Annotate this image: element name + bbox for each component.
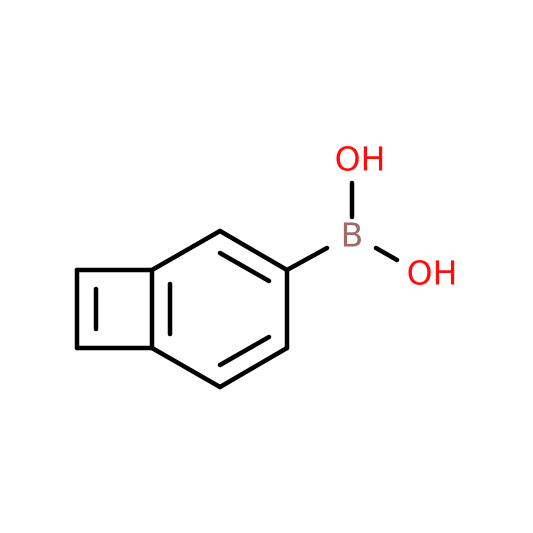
boron-atom-label: B <box>341 216 364 255</box>
bond-c7-c8-double-inner <box>217 334 272 368</box>
bond-c8-c3 <box>149 345 223 390</box>
bond-c2-c5 <box>149 228 223 273</box>
bond-c5-c6 <box>217 228 290 273</box>
bond-c5-c6-double-inner <box>217 250 272 284</box>
bond-c6-boron <box>284 245 330 273</box>
bond-boron-oh-right <box>373 245 400 263</box>
bond-c7-c8 <box>217 345 290 390</box>
hydroxyl-right-label: OH <box>407 254 458 293</box>
hydroxyl-top-label: OH <box>335 140 386 179</box>
